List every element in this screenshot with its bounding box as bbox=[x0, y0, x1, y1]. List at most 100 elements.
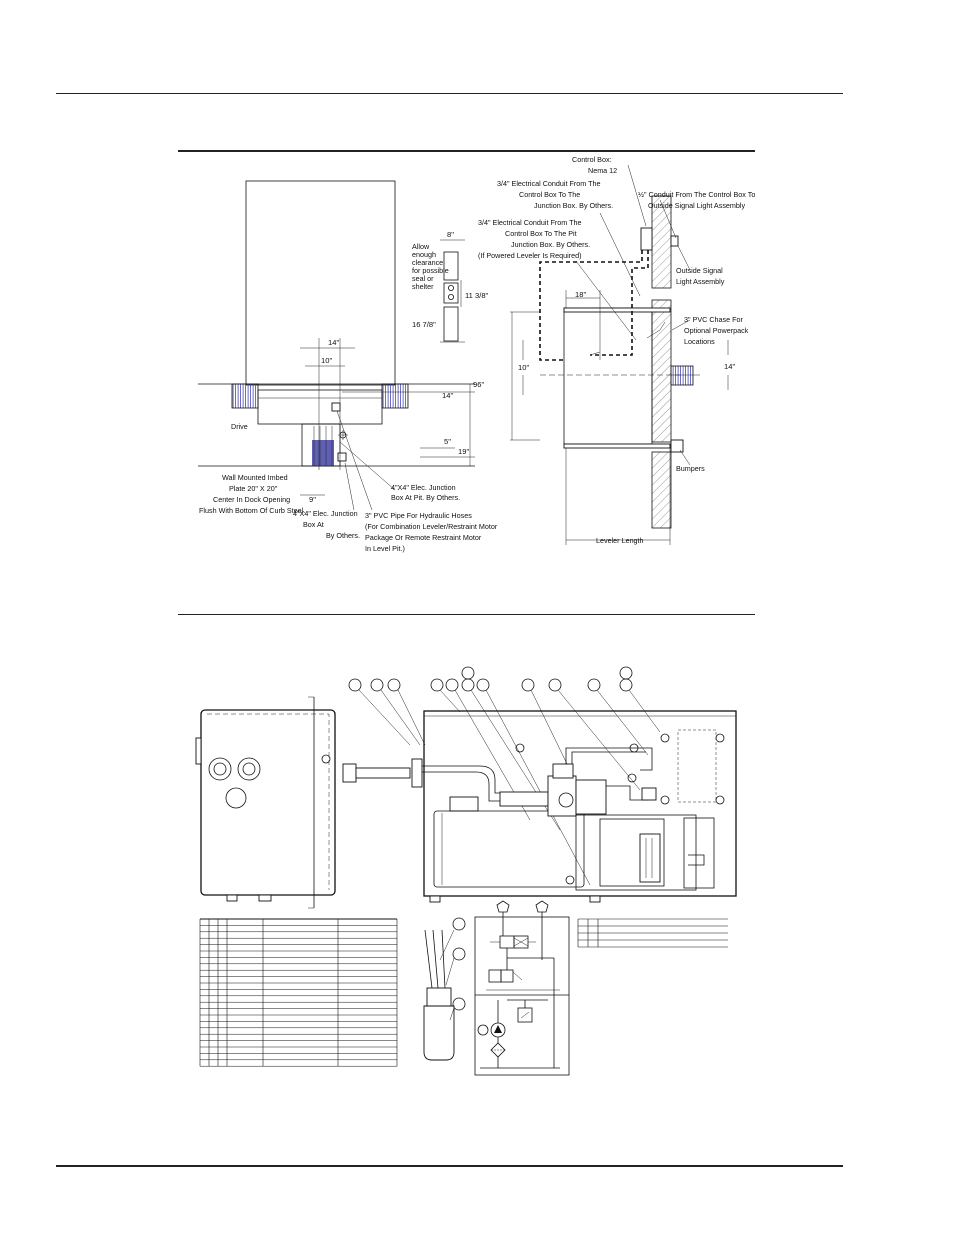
clearance-5: seal or bbox=[412, 274, 434, 283]
button-icon bbox=[447, 284, 454, 291]
solenoid-valve bbox=[488, 969, 502, 983]
bottom-figure-rule bbox=[178, 614, 755, 615]
callout-balloon bbox=[370, 678, 384, 692]
solenoid-coil bbox=[552, 763, 574, 779]
foot-bolt bbox=[429, 895, 441, 903]
label-control-box-1: Control Box: bbox=[572, 155, 612, 164]
label-jbox-2: Box At bbox=[303, 520, 324, 529]
conduit-fitting bbox=[226, 894, 238, 902]
mount-screw-icon bbox=[565, 875, 575, 885]
top-figure-rule bbox=[178, 150, 755, 152]
parts-list-table bbox=[199, 918, 398, 1067]
label-pvc-3: Package Or Remote Restraint Motor bbox=[365, 533, 482, 542]
hose-sleeve bbox=[423, 1005, 455, 1061]
port-a-icon bbox=[496, 900, 510, 913]
clearance-6: shelter bbox=[412, 282, 434, 291]
mount-screw-icon bbox=[660, 733, 670, 743]
wall-section-lower bbox=[651, 451, 672, 529]
pressure-port-icon bbox=[558, 792, 574, 808]
pit-floor bbox=[563, 443, 671, 449]
revision-table bbox=[577, 918, 728, 948]
return-line bbox=[422, 765, 520, 794]
electric-motor bbox=[575, 814, 697, 891]
hose-fittings bbox=[426, 987, 452, 1007]
clearance-3: clearance bbox=[412, 258, 443, 267]
button-icon bbox=[447, 293, 454, 300]
label-conduit-jb-1: 3/4" Electrical Conduit From The bbox=[497, 179, 601, 188]
callout-balloon bbox=[430, 678, 444, 692]
hydraulic-schematic bbox=[474, 900, 570, 1076]
hose-assembly-detail bbox=[423, 917, 466, 1061]
control-box-front-view bbox=[195, 696, 336, 909]
label-conduit-pit-4: (If Powered Leveler Is Required) bbox=[478, 251, 581, 260]
selector-switch-icon bbox=[225, 787, 247, 809]
hose-tube bbox=[355, 767, 411, 779]
dim-16-7-8: 16 7/8" bbox=[412, 320, 436, 329]
callout-balloon bbox=[476, 678, 490, 692]
leveler-pit bbox=[563, 307, 653, 445]
mount-screw-icon bbox=[627, 773, 637, 783]
callout-balloon bbox=[461, 678, 475, 692]
label-control-box-2: Nema 12 bbox=[588, 166, 617, 175]
mount-screw-icon bbox=[715, 795, 725, 805]
push-button-icon bbox=[208, 757, 232, 781]
mount-screw-icon bbox=[515, 743, 525, 753]
callout-balloon bbox=[445, 678, 459, 692]
label-chase-1: 3" PVC Chase For bbox=[684, 315, 743, 324]
motor-end-cap bbox=[683, 817, 715, 889]
callout-balloon bbox=[548, 678, 562, 692]
leveler-lip bbox=[257, 389, 383, 425]
callout-balloon bbox=[452, 917, 466, 931]
push-button-icon bbox=[237, 757, 261, 781]
callout-balloon bbox=[587, 678, 601, 692]
foot-bolt bbox=[589, 895, 601, 903]
label-imbed-4: Flush With Bottom Of Curb Steel. bbox=[199, 506, 305, 515]
callout-balloon bbox=[619, 666, 633, 680]
control-box-upper bbox=[443, 251, 459, 281]
power-unit-enclosure bbox=[423, 710, 737, 897]
label-imbed-2: Plate 20" X 20" bbox=[229, 484, 278, 493]
plan-view bbox=[198, 180, 475, 511]
dim-8: 8" bbox=[447, 230, 454, 239]
pump-manifold bbox=[499, 791, 549, 807]
latch-screw-icon bbox=[321, 754, 331, 764]
motor-symbol-icon bbox=[477, 1024, 489, 1036]
hose-coupling bbox=[411, 758, 423, 788]
callout-balloon bbox=[452, 997, 466, 1011]
section-view bbox=[510, 164, 729, 545]
wall-section-middle bbox=[651, 299, 672, 443]
dock-door-outline bbox=[245, 180, 396, 386]
label-jbox-1: 4"X4" Elec. Junction bbox=[293, 509, 358, 518]
leveler-deck bbox=[563, 307, 671, 313]
label-pit-jbox-2: Box At Pit. By Others. bbox=[391, 493, 460, 502]
label-leveler-length: Leveler Length bbox=[596, 536, 644, 545]
label-signal-2: Light Assembly bbox=[676, 277, 725, 286]
label-imbed-3: Center In Dock Opening bbox=[213, 495, 290, 504]
mount-screw-icon bbox=[715, 733, 725, 743]
check-valve bbox=[641, 787, 657, 801]
bumper-block bbox=[670, 439, 684, 453]
oil-reservoir bbox=[433, 810, 585, 888]
directional-valve bbox=[499, 935, 515, 949]
pressure-line bbox=[565, 747, 653, 771]
bumper-section bbox=[670, 365, 694, 386]
clearance-4: for possible bbox=[412, 266, 449, 275]
control-box bbox=[640, 227, 653, 251]
enclosure-hinge bbox=[195, 737, 202, 765]
hose-fitting bbox=[342, 763, 357, 783]
port-b-icon bbox=[535, 900, 549, 913]
label-jbox-3: By Others. bbox=[326, 531, 360, 540]
callout-balloon bbox=[461, 666, 475, 680]
label-signal-conduit-1: ½" Conduit From The Control Box To bbox=[638, 190, 755, 199]
label-pvc-1: 3" PVC Pipe For Hydraulic Hoses bbox=[365, 511, 472, 520]
label-imbed-1: Wall Mounted Imbed bbox=[222, 473, 288, 482]
junction-box-icon bbox=[337, 452, 347, 462]
control-box-buttons bbox=[443, 282, 459, 304]
control-box-detail bbox=[440, 239, 465, 343]
dim-11-3-8: 11 3/8" bbox=[465, 291, 489, 300]
dim-5: 5" bbox=[444, 437, 451, 446]
bumper-left bbox=[231, 383, 259, 409]
callout-balloon bbox=[619, 678, 633, 692]
label-conduit-pit-3: Junction Box. By Others. bbox=[511, 240, 590, 249]
